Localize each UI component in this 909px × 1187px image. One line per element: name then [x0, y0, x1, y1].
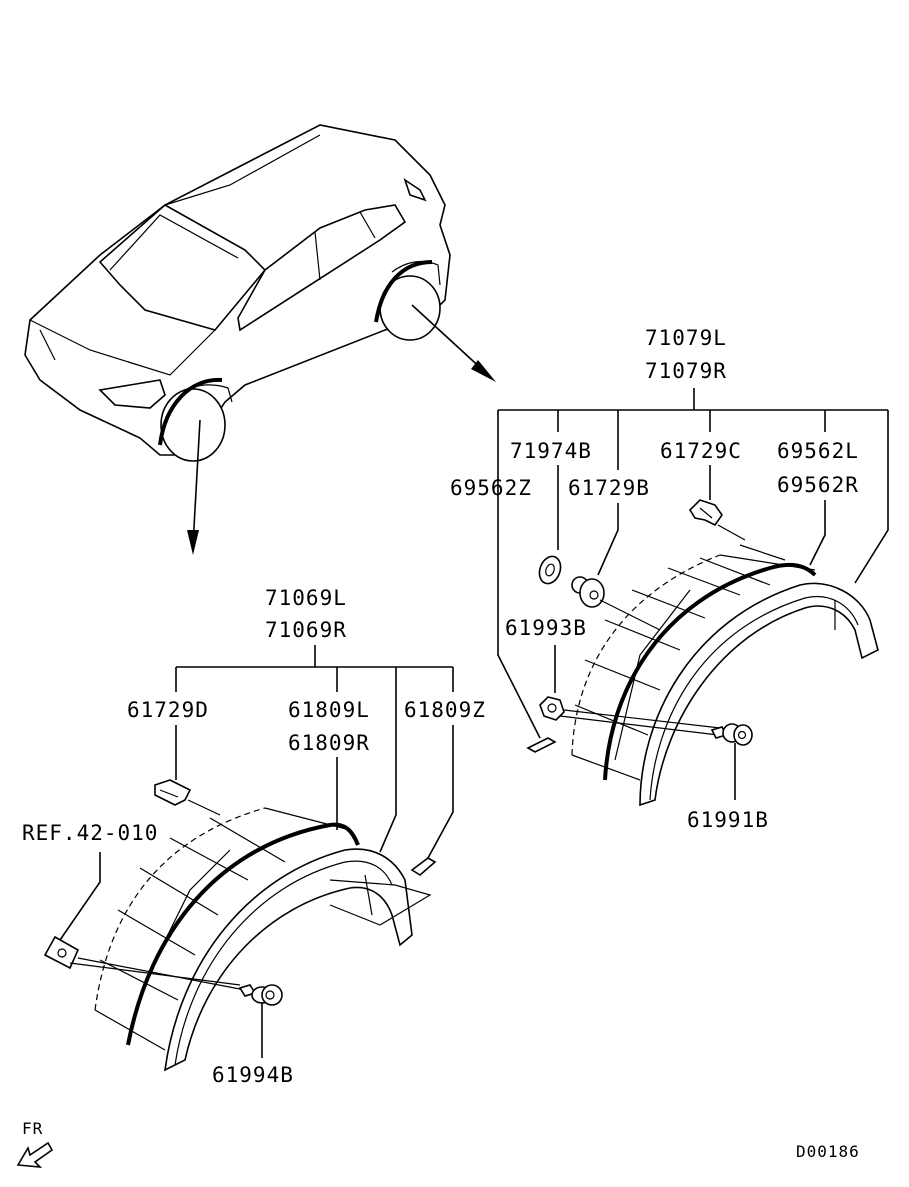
front-screw-label: 61994B	[212, 1063, 294, 1087]
rear-group-label-l: 71079L	[645, 326, 727, 350]
front-screw-part	[238, 984, 283, 1006]
front-wheel-arch-moulding	[94, 807, 432, 1072]
front-moulding-label-r: 61809R	[288, 731, 370, 755]
front-tape-part	[410, 857, 437, 876]
rear-nut-label: 61993B	[505, 616, 587, 640]
rear-tape-label: 69562Z	[450, 476, 532, 500]
front-clip-label: 61729D	[127, 698, 209, 722]
vehicle-illustration	[24, 124, 496, 555]
rear-group: 71079L 71079R 71974B 69562Z 61729B 61729…	[450, 326, 889, 832]
rear-grommet-label: 61729B	[568, 476, 650, 500]
rear-group-label-r: 71079R	[645, 359, 727, 383]
rear-clip-part	[688, 499, 746, 541]
diagram-code: D00186	[796, 1142, 860, 1161]
direction-label: FR	[22, 1119, 43, 1138]
rear-wheel-arch-moulding	[571, 544, 879, 807]
rear-tape-part	[526, 737, 557, 753]
ref-nut-part	[43, 935, 80, 970]
front-direction-indicator: FR	[16, 1119, 54, 1168]
front-moulding-label-l: 61809L	[288, 698, 370, 722]
rear-nut-part	[539, 696, 721, 736]
rear-washer-label: 71974B	[510, 439, 592, 463]
front-clip-part	[154, 779, 221, 816]
ref-label: REF.42-010	[22, 821, 158, 845]
front-tape-label: 61809Z	[404, 698, 486, 722]
rear-screw-part	[710, 723, 753, 746]
rear-washer-part	[538, 555, 562, 585]
rear-moulding-label-l: 69562L	[777, 439, 859, 463]
rear-screw-label: 61991B	[687, 808, 769, 832]
rear-clip-label: 61729C	[660, 439, 742, 463]
front-group-label-r: 71069R	[265, 618, 347, 642]
rear-moulding-label-r: 69562R	[777, 473, 859, 497]
front-group-label-l: 71069L	[265, 586, 347, 610]
rear-grommet-part	[571, 576, 661, 631]
front-group: 71069L 71069R 61729D 61809L 61809R 61809…	[22, 586, 486, 1087]
front-direction-arrow-icon	[16, 1141, 54, 1168]
